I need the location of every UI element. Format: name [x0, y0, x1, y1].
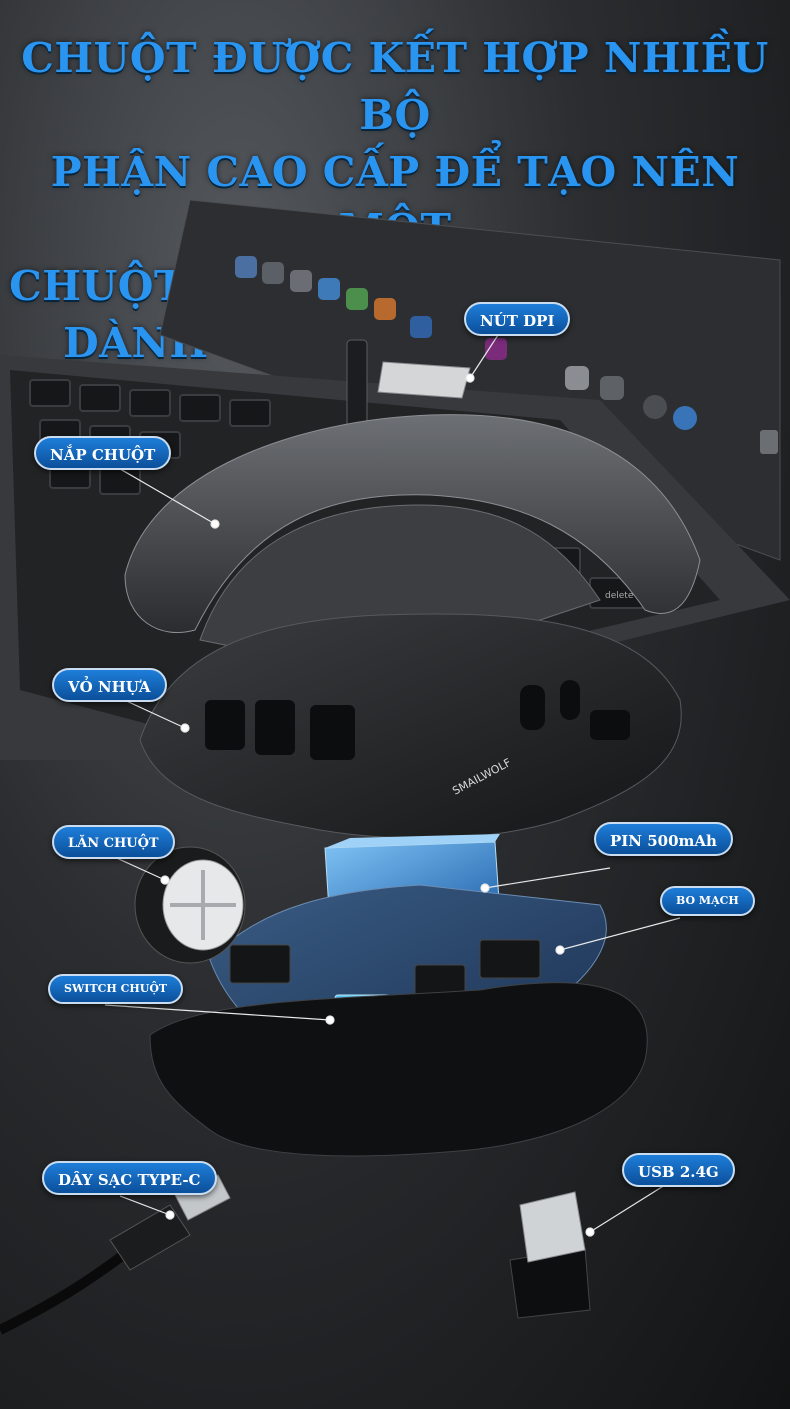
label-dpi-button: NÚT DPI: [464, 302, 571, 336]
plastic-shell-part: [139, 613, 682, 839]
usb-dongle: [509, 1191, 591, 1319]
leader-lines: [104, 331, 681, 1237]
bottom-base-part: [149, 982, 648, 1157]
cover-part: [124, 414, 701, 634]
label-cover: NẮP CHUỘT: [34, 436, 172, 470]
label-type-c-cable: DÂY SẠC TYPE-C: [42, 1161, 217, 1195]
label-circuit-board: BO MẠCH: [660, 886, 755, 916]
label-battery: PIN 500mAh: [594, 822, 733, 856]
delete-key-label: delete: [605, 591, 634, 601]
dock-icons: [235, 256, 778, 454]
headline-line-1: CHUỘT ĐƯỢC KẾT HỢP NHIỀU BỘ: [21, 34, 769, 139]
label-plastic-shell: VỎ NHỰA: [52, 668, 167, 702]
label-usb-dongle: USB 2.4G: [622, 1153, 735, 1187]
label-switch: SWITCH CHUỘT: [48, 974, 184, 1004]
shell-holes: [205, 680, 630, 760]
scroll-wheel-part: [134, 846, 246, 964]
label-scroll-wheel: LĂN CHUỘT: [52, 825, 175, 859]
type-c-cable: [0, 1174, 231, 1335]
